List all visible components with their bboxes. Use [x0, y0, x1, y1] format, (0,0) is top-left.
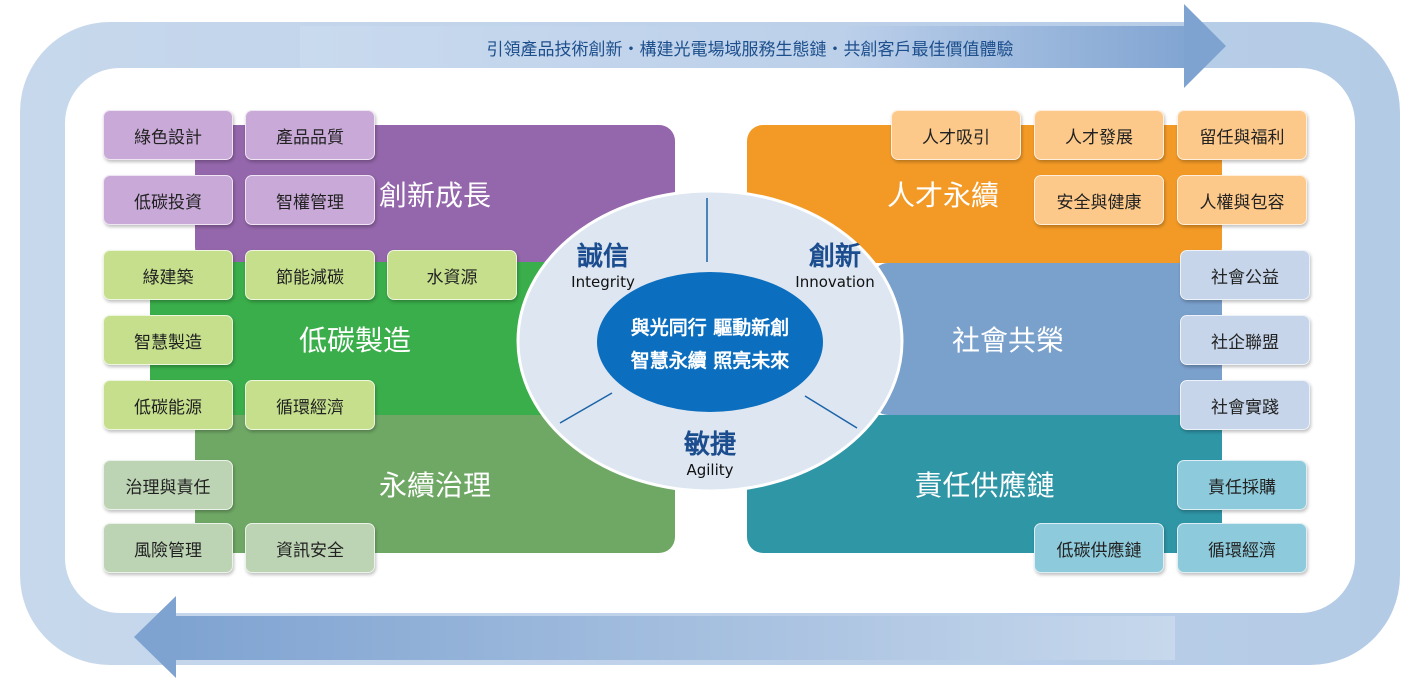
- core-slogan: 與光同行 驅動新創 智慧永續 照亮未來: [600, 312, 820, 378]
- topic-box: 水資源: [387, 250, 517, 300]
- topic-box: 智權管理: [245, 175, 375, 225]
- topic-box: 留任與福利: [1177, 110, 1307, 160]
- value-en: Innovation: [795, 273, 875, 291]
- topic-box: 循環經濟: [245, 380, 375, 430]
- mission-banner: 引領產品技術創新・構建光電場域服務生態鏈・共創客戶最佳價值體驗: [300, 26, 1200, 68]
- slogan-line: 智慧永續 照亮未來: [630, 350, 790, 372]
- topic-box: 綠建築: [103, 250, 233, 300]
- panel-title: 永續治理: [378, 469, 491, 502]
- panel-title: 人才永續: [887, 179, 1000, 212]
- topic-box: 低碳能源: [103, 380, 233, 430]
- panel-title: 創新成長: [378, 179, 491, 212]
- topic-box: 責任採購: [1177, 460, 1307, 510]
- topic-box: 產品品質: [245, 110, 375, 160]
- value-zh: 敏捷: [683, 430, 736, 460]
- panel-title: 責任供應鏈: [914, 469, 1055, 502]
- panel-title: 社會共榮: [952, 324, 1065, 357]
- value-en: Agility: [686, 461, 734, 479]
- topic-box: 低碳供應鏈: [1034, 523, 1164, 573]
- panel-title: 低碳製造: [298, 323, 411, 357]
- topic-box: 治理與責任: [103, 460, 233, 510]
- topic-box: 資訊安全: [245, 523, 375, 573]
- topic-box: 循環經濟: [1177, 523, 1307, 573]
- topic-box: 社會實踐: [1180, 380, 1310, 430]
- topic-box: 節能減碳: [245, 250, 375, 300]
- topic-box: 社企聯盟: [1180, 315, 1310, 365]
- topic-box: 低碳投資: [103, 175, 233, 225]
- arrow-right-icon: [1184, 4, 1226, 88]
- topic-box: 人才吸引: [891, 110, 1021, 160]
- value-zh: 創新: [808, 242, 861, 272]
- value-zh: 誠信: [576, 242, 629, 272]
- topic-box: 智慧製造: [103, 315, 233, 365]
- panel-society: 社會共榮: [872, 263, 1222, 415]
- slogan-line: 與光同行 驅動新創: [630, 317, 790, 339]
- topic-box: 綠色設計: [103, 110, 233, 160]
- arrow-left-icon: [134, 596, 176, 678]
- value-en: Integrity: [571, 273, 635, 291]
- return-arrow-shaft: [175, 616, 1175, 660]
- topic-box: 人權與包容: [1177, 175, 1307, 225]
- topic-box: 安全與健康: [1034, 175, 1164, 225]
- topic-box: 社會公益: [1180, 250, 1310, 300]
- topic-box: 風險管理: [103, 523, 233, 573]
- topic-box: 人才發展: [1034, 110, 1164, 160]
- values-ellipse: [516, 189, 904, 493]
